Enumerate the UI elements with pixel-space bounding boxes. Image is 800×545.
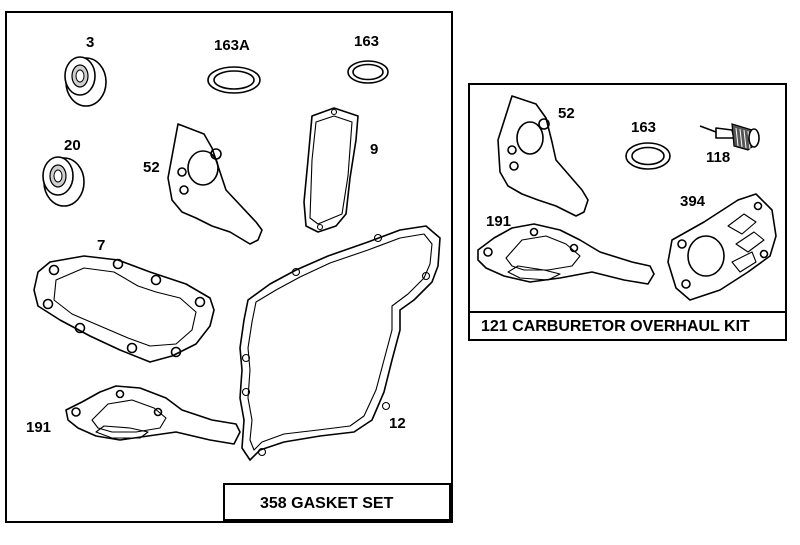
label-part-12: 12 [389,415,406,432]
oil-seal-part-3 [64,56,107,107]
o-ring-part-163 [347,60,389,84]
label-part-191: 191 [26,419,51,436]
label-kit-part-394: 394 [680,193,706,210]
kit-o-ring-part-163 [625,142,671,170]
oil-seal-part-20 [42,156,85,207]
head-gasket-part-7 [33,255,215,363]
crankcase-gasket-part-12 [239,225,441,461]
needle-valve-part-118 [699,123,760,151]
label-part-3: 3 [86,34,94,51]
kit-intake-gasket-part-191 [477,223,655,285]
gasket-set-title: 358 GASKET SET [260,495,394,512]
carb-kit-title-box [468,311,787,341]
label-part-9: 9 [370,141,378,158]
label-part-163a: 163A [214,37,250,54]
o-ring-part-163a [207,66,261,94]
label-part-7: 7 [97,237,105,254]
carb-kit-frame [468,83,787,341]
gasket-set-frame [5,11,453,523]
breather-gasket-part-9 [303,107,359,233]
label-part-20: 20 [64,137,81,154]
label-kit-part-163: 163 [631,119,656,136]
kit-insulator-gasket-part-52 [497,95,589,217]
diaphragm-gasket-part-394 [667,193,777,301]
intake-gasket-part-191 [65,385,241,445]
insulator-gasket-part-52 [167,123,263,245]
label-part-163: 163 [354,33,379,50]
carb-kit-title: 121 CARBURETOR OVERHAUL KIT [481,318,750,335]
label-part-52: 52 [143,159,160,176]
gasket-set-title-box [223,483,451,521]
label-kit-part-52: 52 [558,105,575,122]
label-kit-part-191: 191 [486,213,511,230]
label-kit-part-118: 118 [706,149,730,166]
